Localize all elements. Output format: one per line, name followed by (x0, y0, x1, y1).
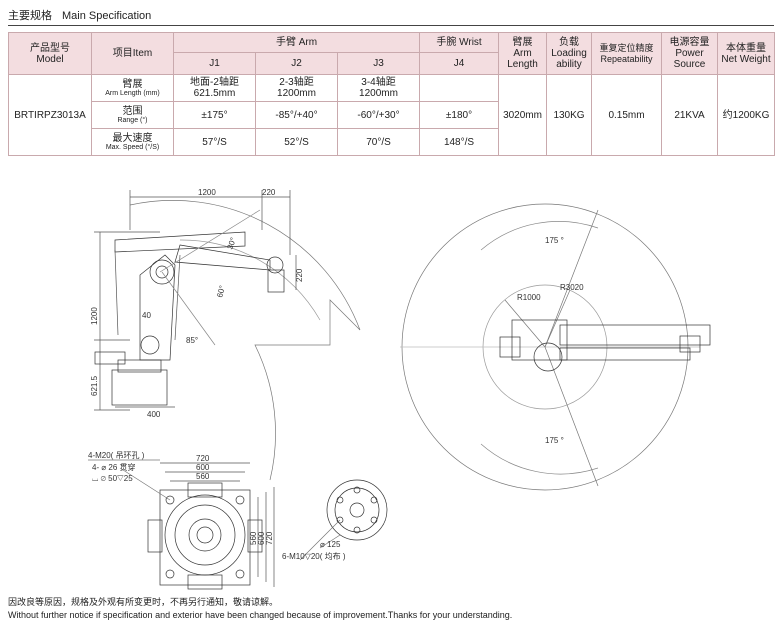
side-dim-1200: 1200 (198, 188, 216, 197)
base-height-560: 560 (249, 531, 258, 545)
notice-en: Without further notice if specification … (8, 610, 513, 620)
range-j1: ±175° (173, 101, 256, 129)
power-value: 21KVA (661, 74, 719, 156)
top-angle-lower: 175 ° (545, 436, 564, 445)
header-j3: J3 (336, 52, 421, 75)
top-angle-upper: 175 ° (545, 236, 564, 245)
range-j3: -60°/+30° (336, 101, 421, 129)
speed-j1: 57°/S (173, 128, 256, 156)
arm-length-value: 3020mm (498, 74, 548, 156)
technical-drawings: 1200 220 220 1200 621.5 400 30° 60° 40 8… (88, 188, 711, 590)
base-counterbore-note: ⌴ ⌀ 50▽25 (92, 474, 133, 483)
header-arm: 手臂 Arm (172, 32, 421, 53)
flange-diameter: ⌀ 125 (320, 540, 341, 549)
base-height-720: 720 (265, 531, 274, 545)
range-j4: ±180° (419, 101, 500, 129)
side-dim-621: 621.5 (90, 375, 99, 396)
header-item: 项目Item (91, 32, 174, 75)
flange-bolts: 6-M10▽20( 均布 ) (282, 551, 346, 561)
speed-j2: 52°/S (255, 128, 338, 156)
page-title: 主要规格 Main Specification (8, 7, 151, 23)
top-view-drawing (400, 203, 711, 491)
base-m20-note: 4-M20( 吊环孔 ) (88, 451, 145, 460)
side-dim-220-vertical: 220 (295, 268, 304, 282)
notice-cn: 因改良等原因，规格及外观有所变更时，不再另行通知，敬请谅解。 (8, 597, 279, 607)
speed-j4: 148°/S (419, 128, 500, 156)
repeatability-value: 0.15mm (591, 74, 663, 156)
header-j4: J4 (419, 52, 500, 75)
title-en: Main Specification (62, 10, 152, 22)
footer-notice: 因改良等原因，规格及外观有所变更时，不再另行通知，敬请谅解。 Without f… (8, 596, 512, 622)
header-wrist: 手腕 Wrist (419, 32, 500, 53)
loading-value: 130KG (546, 74, 593, 156)
side-angle-60: 60° (215, 284, 227, 298)
base-height-600: 600 (257, 531, 266, 545)
range-j2: -85°/+40° (255, 101, 338, 129)
top-radius-1000: R1000 (517, 293, 541, 302)
header-j1: J1 (173, 52, 256, 75)
header-j2: J2 (255, 52, 338, 75)
side-angle-40: 40 (142, 311, 151, 320)
base-width-600: 600 (196, 463, 210, 472)
side-view-drawing (94, 190, 361, 481)
weight-value: 约1200KG (717, 74, 776, 156)
base-d26-note: 4- ⌀ 26 贯穿 (92, 462, 136, 472)
side-dim-220: 220 (262, 188, 276, 197)
model-value: BRTIRPZ3013A (8, 74, 92, 156)
side-angle-85: 85° (186, 336, 198, 345)
speed-j3: 70°/S (336, 128, 421, 156)
arm-j4 (419, 74, 500, 102)
title-cn: 主要规格 (8, 10, 52, 22)
side-dim-400: 400 (147, 410, 161, 419)
side-dim-1200-vertical: 1200 (90, 307, 99, 325)
top-radius-3020: R3020 (560, 283, 584, 292)
base-plan-drawing (88, 459, 275, 590)
flange-drawing (299, 479, 388, 561)
side-angle-30: 30° (225, 236, 238, 250)
base-width-720: 720 (196, 454, 210, 463)
base-width-560: 560 (196, 472, 210, 481)
title-rule (8, 25, 774, 26)
